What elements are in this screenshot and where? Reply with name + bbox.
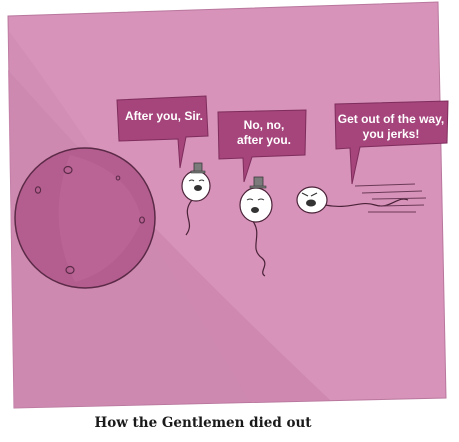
top-hat-icon — [249, 176, 267, 189]
gentleman-sperm-2 — [239, 176, 273, 277]
bubble-2-text: No, no, after you. — [236, 118, 291, 147]
speech-bubble-1 — [116, 95, 209, 169]
speech-bubble-3 — [334, 100, 449, 185]
speech-bubble-2 — [217, 109, 307, 183]
jerk-sperm — [296, 183, 427, 214]
bubble-3-text: Get out of the way, you jerks! — [337, 112, 445, 141]
egg-cell — [14, 147, 156, 289]
top-hat-icon — [190, 162, 206, 174]
panel-shade — [8, 70, 330, 408]
bubble-1-text: After you, Sir. — [124, 109, 204, 123]
caption: How the Gentlemen died out — [94, 415, 312, 431]
gentleman-sperm-1 — [181, 162, 211, 236]
motion-lines — [354, 183, 427, 213]
